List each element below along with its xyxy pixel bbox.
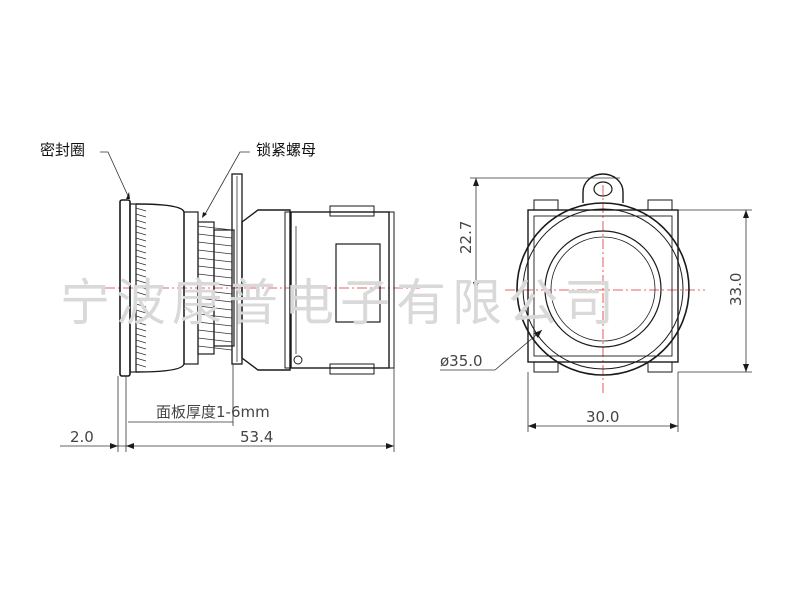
dim-panel-thickness: 面板厚度1-6mm — [128, 364, 270, 426]
lock-nut-label: 锁紧螺母 — [256, 141, 316, 159]
overall-length-dim: 53.4 — [240, 428, 273, 446]
leader-seal-ring: 密封圈 — [40, 141, 130, 199]
seal-ring-label: 密封圈 — [40, 141, 85, 159]
front-view: ø35.0 22.7 33.0 30.0 — [440, 173, 752, 432]
height-offset-dim: 22.7 — [457, 221, 475, 254]
dim-length: 2.0 53.4 — [60, 368, 395, 452]
company-watermark: 宁波康普电子有限公司 — [60, 274, 620, 332]
side-view: 密封圈 锁紧螺母 面板厚度1-6mm 2.0 53.4 — [40, 141, 420, 452]
leader-lock-nut: 锁紧螺母 — [202, 141, 316, 218]
front-cap — [119, 199, 185, 377]
dim-height: 22.7 33.0 — [457, 177, 752, 373]
dim-width: 30.0 — [527, 372, 679, 432]
housing — [241, 205, 395, 375]
height-total-dim: 33.0 — [727, 273, 745, 306]
round-lens — [516, 202, 690, 376]
thread-section — [183, 211, 235, 365]
dim-diameter: ø35.0 — [440, 329, 543, 371]
diameter-dim: ø35.0 — [440, 352, 483, 370]
flange-dim: 2.0 — [70, 428, 94, 446]
panel-thickness-label: 面板厚度1-6mm — [156, 403, 270, 421]
square-body — [527, 199, 679, 373]
width-dim: 30.0 — [586, 408, 619, 426]
top-loop — [582, 173, 624, 203]
